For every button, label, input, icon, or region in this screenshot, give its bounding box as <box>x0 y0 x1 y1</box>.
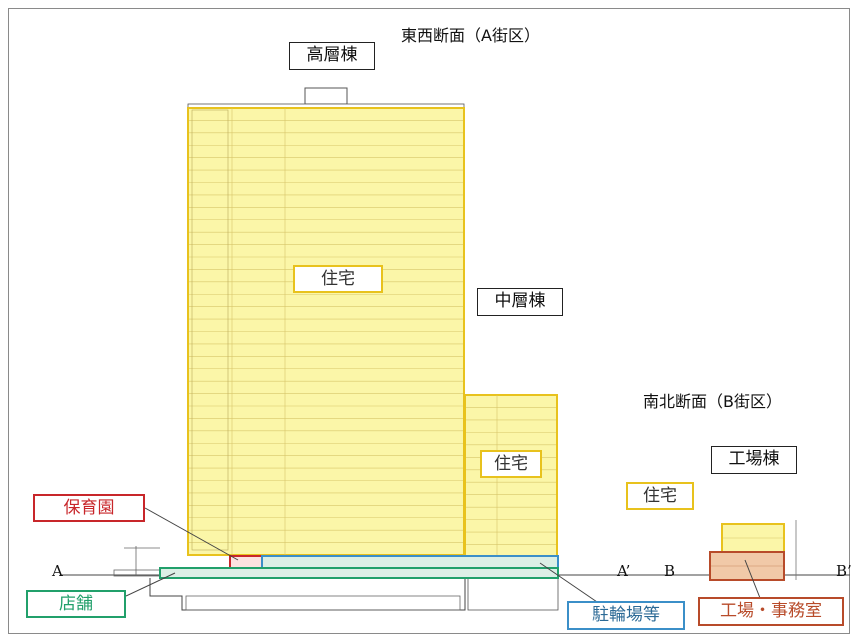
shop-leader-line <box>125 572 176 597</box>
basement-parking <box>185 595 461 611</box>
section-mark-a: A <box>52 562 63 580</box>
high-rise-building-label: 高層棟 <box>289 42 375 70</box>
section-mark-b-prime: B’ <box>836 562 852 580</box>
section-mark-b: B <box>664 562 676 580</box>
bicycle-parking-label: 駐輪場等 <box>567 601 685 630</box>
section-mark-a-prime: A’ <box>617 562 631 580</box>
rooftop-penthouse <box>304 87 348 105</box>
mid-rise-basement <box>467 577 559 611</box>
high-rise-stair-core <box>191 109 229 551</box>
bicycle-leader-line <box>539 562 601 605</box>
mid-rise-building-label: 中層棟 <box>477 288 563 316</box>
housing-label-high-rise: 住宅 <box>293 265 383 293</box>
shop-area <box>159 567 559 579</box>
factory-leader-line <box>744 559 761 599</box>
shop-label: 店舗 <box>26 590 126 618</box>
nursery-leader-line <box>144 507 239 561</box>
housing-label-mid-rise: 住宅 <box>480 450 542 478</box>
basement-outline <box>149 578 466 611</box>
north-south-section-title: 南北断面（B街区） <box>643 392 782 411</box>
frame-border <box>8 8 850 634</box>
factory-office-label: 工場・事務室 <box>698 597 844 626</box>
bicycle-parking-area <box>261 555 559 569</box>
nursery-label: 保育園 <box>33 494 145 522</box>
housing-label-factory: 住宅 <box>626 482 694 510</box>
factory-building-label: 工場棟 <box>711 446 797 474</box>
east-west-section-title: 東西断面（A街区） <box>401 26 540 45</box>
